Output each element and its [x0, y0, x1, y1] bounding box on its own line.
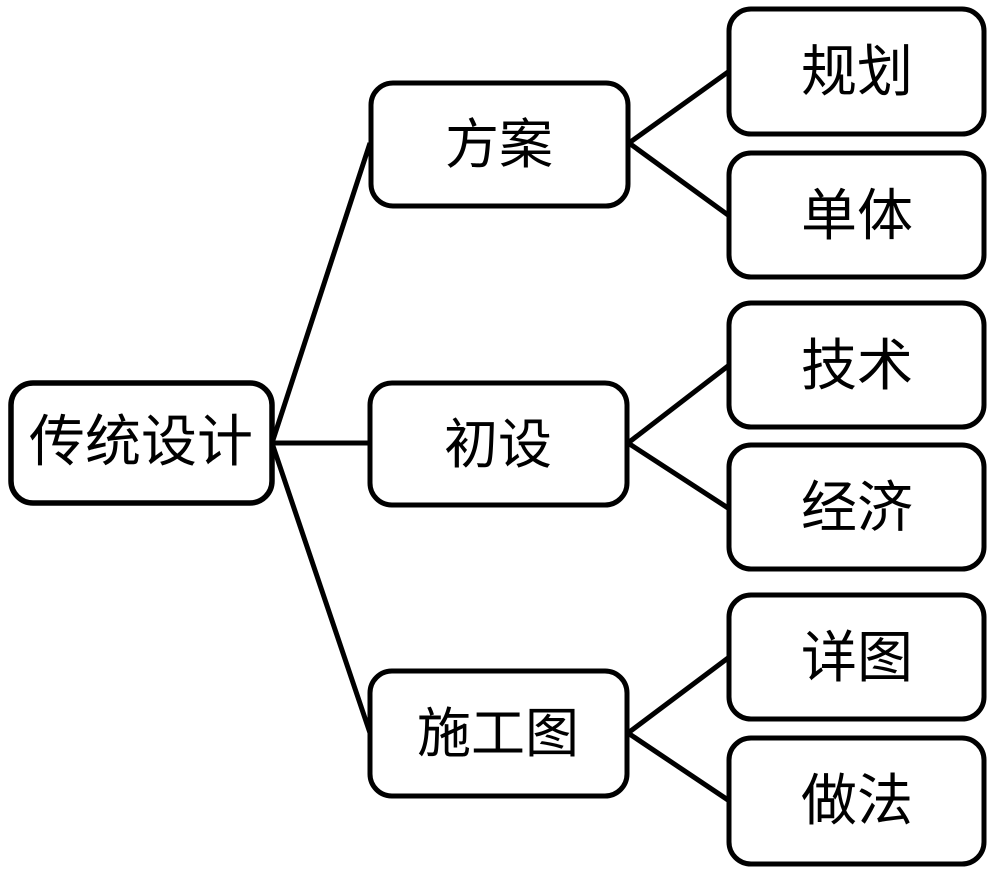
node-xiangtu[interactable]: 详图	[726, 592, 987, 722]
edge-group-chushe	[626, 364, 730, 511]
edge-group-shigongtu	[626, 656, 730, 803]
node-jingji-label: 经济	[801, 478, 913, 540]
node-danti[interactable]: 单体	[726, 150, 987, 280]
node-jingji[interactable]: 经济	[726, 442, 987, 572]
node-guihua-box[interactable]	[726, 6, 987, 137]
edge-chushe-to-jishu	[626, 364, 730, 445]
node-shigongtu[interactable]: 施工图	[367, 668, 630, 799]
edge-chushe-to-jingji	[626, 440, 730, 511]
edge-group-root	[269, 142, 373, 734]
node-jishu-label: 技术	[801, 336, 913, 398]
node-xiangtu-label: 详图	[801, 628, 913, 690]
node-fangan-box[interactable]	[368, 80, 631, 209]
node-guihua-label: 规划	[801, 42, 913, 104]
node-jishu[interactable]: 技术	[726, 300, 987, 430]
node-jishu-box[interactable]	[726, 300, 987, 430]
edge-root-to-fangan	[269, 142, 373, 444]
node-shigongtu-label: 施工图	[417, 704, 579, 764]
node-fangan-label: 方案	[445, 115, 553, 175]
node-jingji-box[interactable]	[726, 442, 987, 572]
node-fangan[interactable]: 方案	[368, 80, 631, 209]
node-chushe-box[interactable]	[367, 380, 630, 508]
node-root-label: 传统设计	[29, 412, 253, 474]
node-root[interactable]: 传统设计	[8, 380, 275, 506]
node-guihua[interactable]: 规划	[726, 6, 987, 137]
node-zuofa-label: 做法	[801, 771, 913, 833]
edge-shigongtu-to-xiangtu	[626, 656, 730, 735]
node-zuofa-box[interactable]	[726, 735, 987, 867]
node-chushe-label: 初设	[444, 415, 552, 475]
node-chushe[interactable]: 初设	[367, 380, 630, 508]
node-zuofa[interactable]: 做法	[726, 735, 987, 867]
node-root-box[interactable]	[8, 380, 275, 506]
edge-fangan-to-danti	[627, 140, 730, 218]
node-shigongtu-box[interactable]	[367, 668, 630, 799]
edge-group-fangan	[627, 69, 730, 218]
node-danti-label: 单体	[801, 186, 913, 248]
node-danti-box[interactable]	[726, 150, 987, 280]
edge-fangan-to-guihua	[627, 69, 730, 146]
edge-shigongtu-to-zuofa	[626, 730, 730, 803]
edge-root-to-shigongtu	[269, 442, 373, 734]
node-xiangtu-box[interactable]	[726, 592, 987, 722]
